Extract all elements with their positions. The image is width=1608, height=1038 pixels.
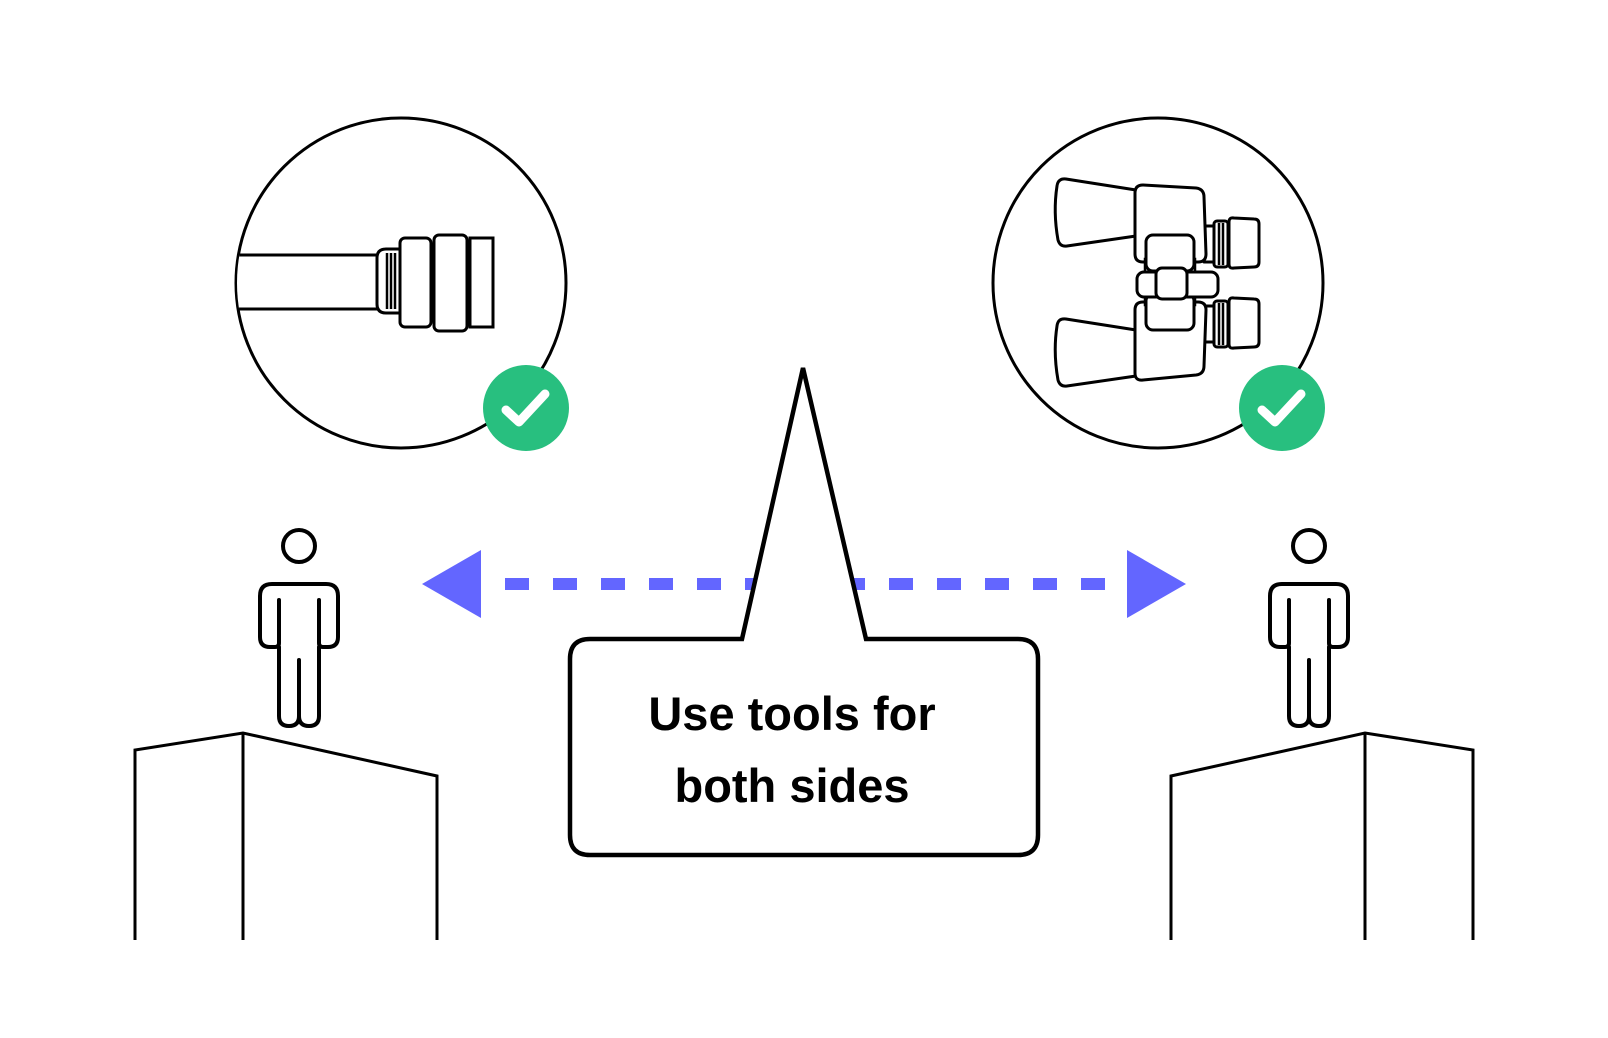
- check-icon: [1257, 389, 1306, 427]
- dash-segment: [1033, 578, 1057, 590]
- person-head: [1291, 528, 1327, 564]
- binocular-top-hinge: [1144, 233, 1196, 273]
- speech-bubble-outline: [567, 367, 1041, 858]
- binocular-bottom-eyecup: [1227, 296, 1261, 350]
- connector-nut-2: [432, 233, 469, 333]
- dash-segment: [553, 578, 577, 590]
- binocular-focus-knob: [1154, 266, 1189, 301]
- connector-end-cap: [468, 236, 495, 329]
- connector-collar: [375, 247, 402, 315]
- dash-segment: [649, 578, 673, 590]
- dash-segment: [697, 578, 721, 590]
- dash-segment: [937, 578, 961, 590]
- left-person-icon: [258, 528, 340, 728]
- right-tool-group: [991, 116, 1325, 451]
- person-head: [281, 528, 317, 564]
- person-body: [1268, 582, 1350, 728]
- speech-bubble-line-2: both sides: [674, 759, 909, 812]
- cable-connector-icon: [237, 233, 495, 333]
- dash-segment: [1081, 578, 1105, 590]
- cable: [237, 253, 380, 311]
- dash-segment: [985, 578, 1009, 590]
- dash-segment: [505, 578, 529, 590]
- left-tool-group: [234, 116, 569, 451]
- check-icon: [501, 389, 550, 427]
- binoculars-icon: [1053, 177, 1261, 388]
- connector-nut-1: [398, 236, 433, 329]
- speech-bubble: Use tools for both sides: [567, 367, 1041, 858]
- person-body: [258, 582, 340, 728]
- arrowhead-left-icon: [422, 550, 481, 618]
- binocular-top-eyecup: [1227, 216, 1261, 270]
- arrowhead-right-icon: [1127, 550, 1186, 618]
- right-pedestal: [1169, 731, 1475, 940]
- binocular-top-ribs: [1212, 219, 1230, 269]
- right-check-badge: [1239, 365, 1325, 451]
- left-check-badge: [483, 365, 569, 451]
- binocular-top-barrel: [1053, 177, 1138, 248]
- speech-bubble-line-1: Use tools for: [648, 687, 935, 740]
- binocular-bottom-barrel: [1053, 317, 1138, 388]
- dash-segment: [889, 578, 913, 590]
- dash-segment: [601, 578, 625, 590]
- binocular-bottom-ribs: [1212, 299, 1230, 349]
- left-pedestal: [133, 731, 439, 940]
- right-person-icon: [1268, 528, 1350, 728]
- pedestal-outline: [1169, 731, 1475, 940]
- pedestal-outline: [133, 731, 439, 940]
